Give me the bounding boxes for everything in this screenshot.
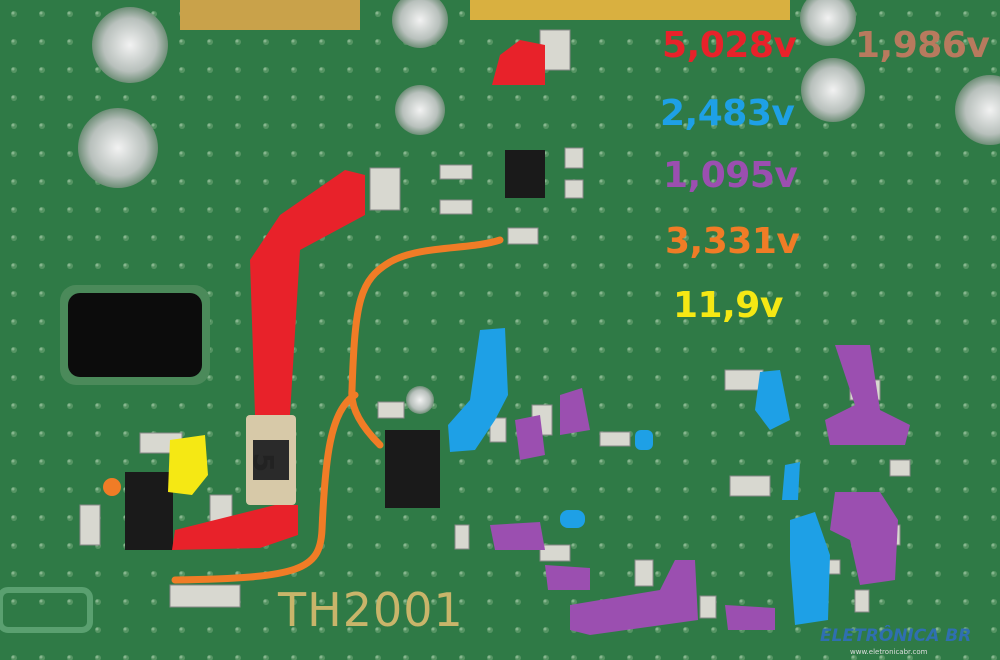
watermark-url: www.eletronicabr.com [850, 648, 928, 656]
silkscreen-label: TH2001 [278, 583, 464, 637]
opening [68, 293, 202, 377]
mounting-holes [78, 0, 1000, 414]
marking-5v [172, 40, 545, 550]
watermark-logo: ELETRÔNICA BR [820, 626, 972, 646]
marking-3v3 [171, 236, 504, 584]
marking-2v5 [448, 328, 830, 625]
marking-12v [168, 435, 208, 495]
outline-trace [0, 587, 93, 633]
voltage-label-12v: 11,9v [673, 285, 783, 326]
marking-3v3-dot [103, 478, 121, 496]
voltage-label-2v: 1,986v [855, 25, 990, 66]
voltage-label-5v: 5,028v [662, 25, 797, 66]
voltage-label-3v3: 3,331v [665, 221, 800, 262]
marking-1v1 [490, 345, 910, 635]
connector-pads [180, 0, 360, 30]
connector-pads [470, 0, 790, 20]
voltage-label-2v5: 2,483v [660, 93, 795, 134]
fuse-marking: 5 [247, 452, 281, 473]
chips [125, 150, 545, 550]
voltage-label-1v1: 1,095v [663, 155, 798, 196]
